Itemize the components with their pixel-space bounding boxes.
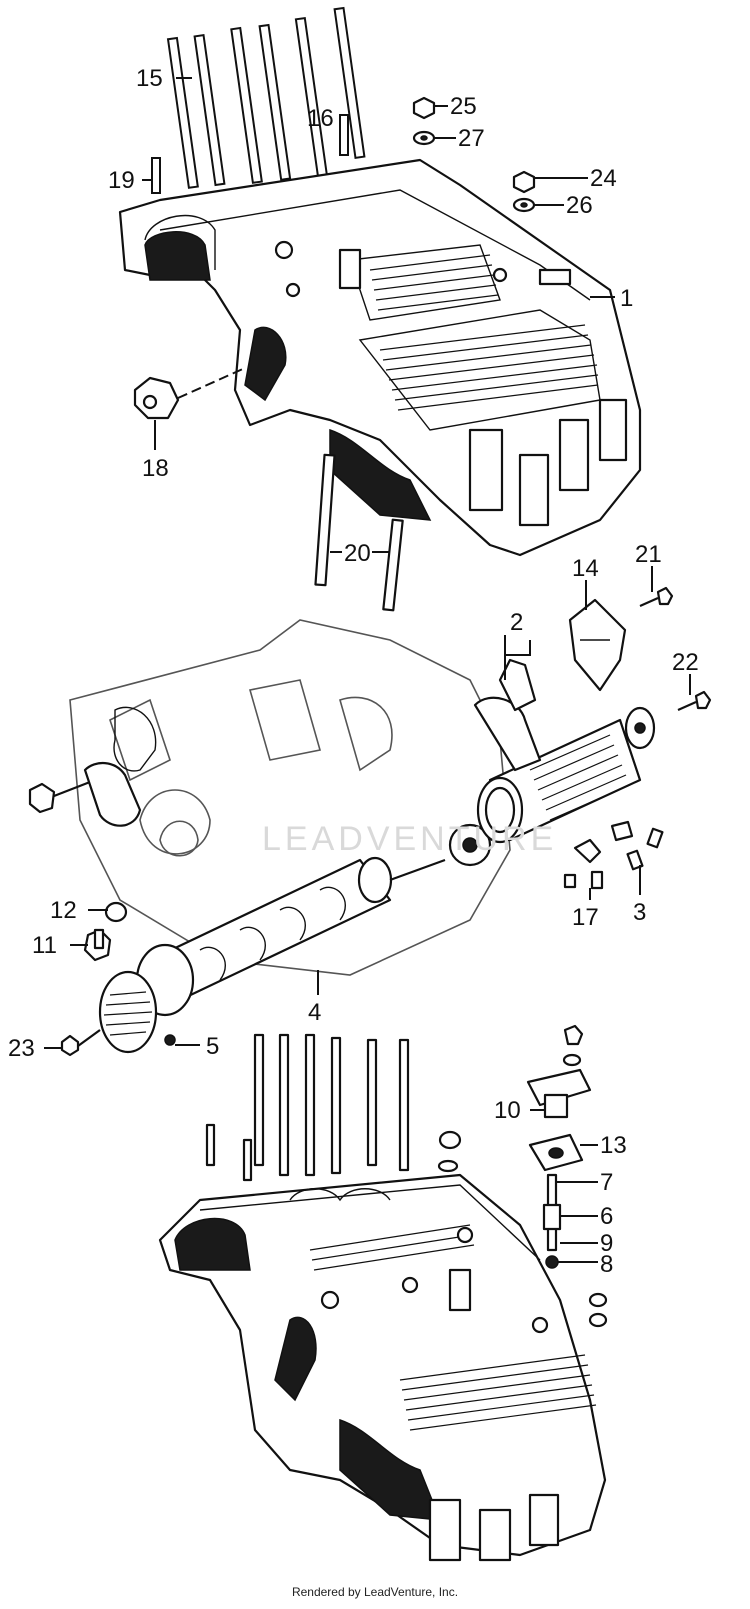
callout-19: 19: [108, 167, 135, 194]
callout-1: 1: [620, 285, 633, 312]
cylinder-studs: [151, 6, 366, 194]
dowel-pins-20: [314, 453, 404, 612]
small-parts-3-17: [563, 820, 664, 890]
callout-15: 15: [136, 65, 163, 92]
callout-17: 17: [572, 904, 599, 931]
shift-forks-2: [473, 658, 656, 844]
nut-24: [512, 170, 536, 194]
callout-14: 14: [572, 555, 599, 582]
callout-12: 12: [50, 897, 77, 924]
callout-3: 3: [633, 899, 646, 926]
callout-21: 21: [635, 541, 662, 568]
shift-cover-parts: [28, 706, 157, 827]
footer-credit: Rendered by LeadVenture, Inc.: [291, 1585, 459, 1599]
upper-case-fin-shading: [369, 254, 599, 411]
nut-25: [412, 96, 436, 120]
lower-case-fin-shading: [309, 1224, 597, 1431]
callout-27: 27: [458, 125, 485, 152]
callout-16: 16: [307, 105, 334, 132]
callout-20: 20: [344, 540, 371, 567]
callout-11: 11: [32, 932, 57, 959]
bolt-22: [677, 690, 712, 712]
lower-case-outline-faint: [69, 619, 511, 976]
callout-8: 8: [600, 1251, 613, 1278]
callout-25: 25: [450, 93, 477, 120]
nut-12: [104, 901, 128, 923]
callout-10: 10: [494, 1097, 521, 1124]
plug-bolt-18: [133, 367, 246, 420]
callout-labels: 15 16 19 25 27 24 26 1 18 20 14 21 22 2 …: [8, 65, 699, 1278]
callout-6: 6: [600, 1203, 613, 1230]
washer-26: [512, 197, 536, 213]
callout-18: 18: [142, 455, 169, 482]
bolt-11: [83, 928, 112, 962]
bolt-23: [60, 1029, 101, 1057]
bolt-21: [639, 586, 674, 608]
callout-leaders: [44, 77, 691, 1263]
callout-5: 5: [206, 1033, 219, 1060]
callout-22: 22: [672, 649, 699, 676]
callout-26: 26: [566, 192, 593, 219]
callout-4: 4: [308, 999, 321, 1026]
washer-27: [412, 130, 436, 146]
watermark-text: LEADVENTURE: [262, 820, 557, 858]
upper-crankcase: [118, 6, 642, 557]
bracket-14: [568, 598, 627, 692]
lower-studs: [205, 1033, 410, 1182]
oil-pressure-parts: [526, 1024, 608, 1328]
callout-23: 23: [8, 1035, 35, 1062]
shift-drum-4: [98, 823, 492, 1054]
callout-7: 7: [600, 1169, 613, 1196]
rear-bosses: [468, 398, 628, 527]
lower-crankcase: [158, 1033, 607, 1562]
callout-2: 2: [510, 609, 523, 636]
callout-13: 13: [600, 1132, 627, 1159]
callout-9: 9: [600, 1230, 613, 1257]
callout-24: 24: [590, 165, 617, 192]
